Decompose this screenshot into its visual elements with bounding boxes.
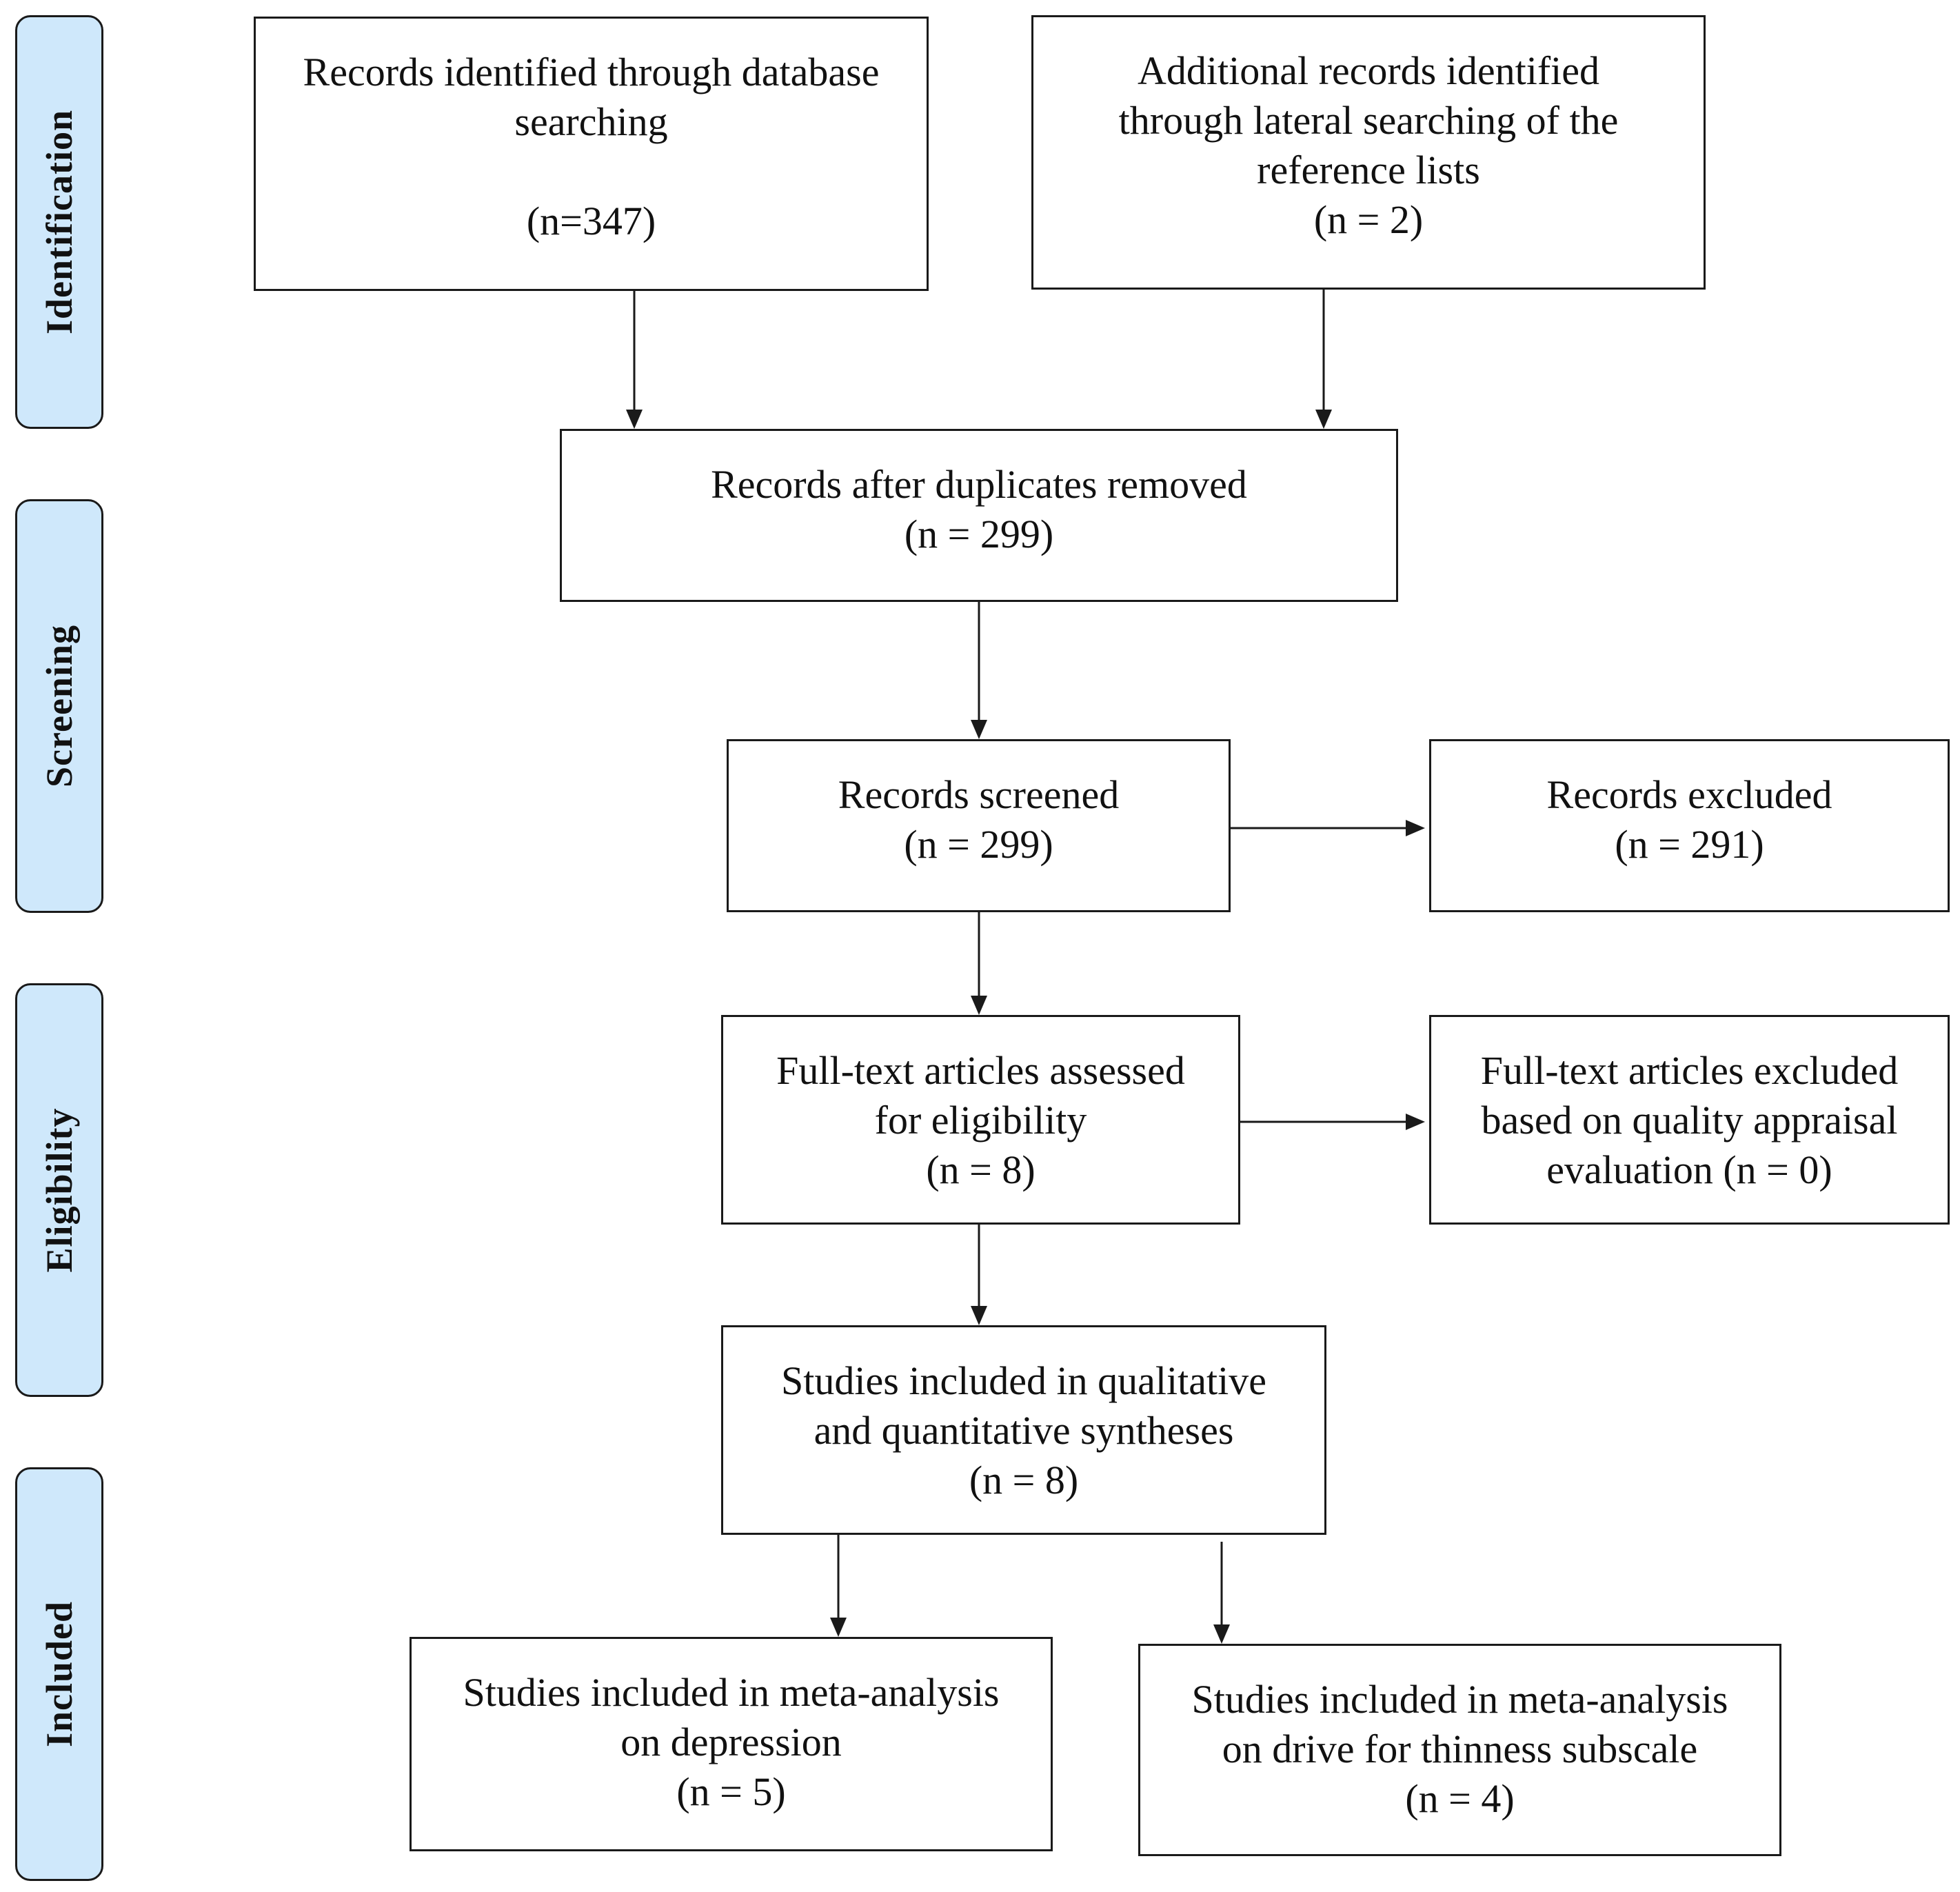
arrowhead-2 — [1315, 410, 1332, 429]
arrowhead-3 — [971, 720, 987, 739]
box-additional-records-line-2: through lateral searching of the — [1118, 98, 1619, 143]
box-records-excluded: Records excluded (n = 291) — [1429, 739, 1950, 912]
box-records-screened: Records screened (n = 299) — [727, 739, 1231, 912]
box-records-excluded-count: (n = 291) — [1615, 822, 1764, 867]
arrowhead-7 — [971, 1306, 987, 1325]
box-meta-thinness-count: (n = 4) — [1405, 1776, 1515, 1821]
box-studies-included-count: (n = 8) — [969, 1458, 1079, 1502]
box-meta-depression-count: (n = 5) — [676, 1769, 786, 1814]
box-database-search-line-1: Records identified through database — [303, 50, 880, 94]
phase-identification: Identification — [15, 15, 103, 429]
arrowhead-1 — [626, 410, 643, 429]
box-studies-included-line-2: and quantitative syntheses — [814, 1408, 1234, 1453]
box-fulltext-assessed-count: (n = 8) — [926, 1147, 1035, 1192]
box-duplicates-removed-line-1: Records after duplicates removed — [711, 462, 1247, 507]
box-fulltext-assessed-line-1: Full-text articles assessed — [776, 1048, 1185, 1093]
box-meta-depression-line-2: on depression — [620, 1720, 842, 1764]
box-database-search-count: (n=347) — [526, 199, 656, 243]
box-database-search-line-2: searching — [514, 99, 668, 144]
box-meta-thinness-line-2: on drive for thinness subscale — [1222, 1727, 1698, 1771]
box-fulltext-excluded: Full-text articles excluded based on qua… — [1429, 1015, 1950, 1225]
arrowhead-8 — [830, 1618, 847, 1637]
box-records-screened-line-1: Records screened — [838, 772, 1120, 817]
box-additional-records-count: (n = 2) — [1313, 197, 1424, 242]
box-meta-depression: Studies included in meta-analysis on dep… — [410, 1637, 1053, 1851]
phase-eligibility: Eligibility — [15, 983, 103, 1397]
box-meta-depression-line-1: Studies included in meta-analysis — [463, 1670, 1000, 1715]
box-fulltext-excluded-line-2: based on quality appraisal — [1481, 1098, 1898, 1143]
box-fulltext-excluded-line-3: evaluation (n = 0) — [1546, 1147, 1832, 1192]
box-additional-records-line-1: Additional records identified — [1137, 48, 1600, 93]
box-fulltext-assessed: Full-text articles assessed for eligibil… — [721, 1015, 1240, 1225]
arrowhead-4 — [1406, 820, 1425, 836]
arrowhead-6 — [1406, 1114, 1425, 1130]
box-meta-thinness-line-1: Studies included in meta-analysis — [1191, 1677, 1728, 1722]
arrowhead-5 — [971, 996, 987, 1015]
box-database-search: Records identified through database sear… — [254, 17, 929, 291]
box-studies-included-line-1: Studies included in qualitative — [781, 1358, 1266, 1403]
box-fulltext-assessed-line-2: for eligibility — [874, 1098, 1087, 1143]
box-fulltext-excluded-line-1: Full-text articles excluded — [1480, 1048, 1899, 1093]
box-records-excluded-line-1: Records excluded — [1546, 772, 1832, 817]
box-duplicates-removed-count: (n = 299) — [904, 512, 1054, 556]
box-additional-records-line-3: reference lists — [1257, 148, 1480, 192]
phase-screening: Screening — [15, 499, 103, 913]
box-studies-included: Studies included in qualitative and quan… — [721, 1325, 1326, 1535]
box-duplicates-removed: Records after duplicates removed (n = 29… — [560, 429, 1398, 602]
box-records-screened-count: (n = 299) — [904, 822, 1053, 867]
box-additional-records: Additional records identified through la… — [1031, 15, 1706, 290]
box-meta-thinness: Studies included in meta-analysis on dri… — [1138, 1644, 1781, 1856]
arrowhead-9 — [1213, 1624, 1230, 1644]
phase-included: Included — [15, 1467, 103, 1881]
